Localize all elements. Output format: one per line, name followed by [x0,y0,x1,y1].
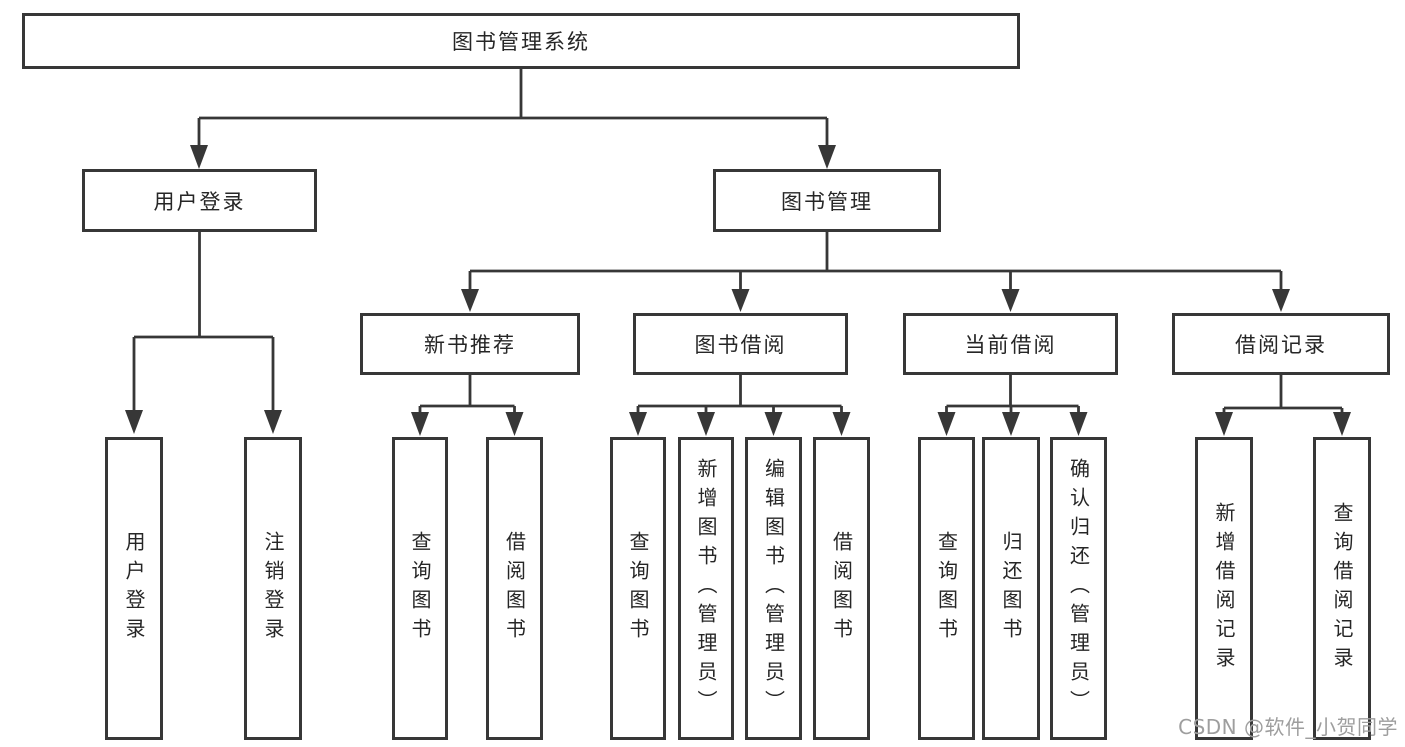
node-book-management: 图书管理 [713,169,941,232]
connector-book-management-children [461,232,1290,312]
connector-new-book-recommend-children [411,375,524,436]
connector-user-login-children [125,232,282,434]
leaf-user-login: 用户登录 [105,437,163,740]
leaf-confirm-return-admin: 确认归还（管理员） [1050,437,1107,740]
leaf-query-books-current: 查询图书 [918,437,975,740]
leaf-borrow-books-new-book: 借阅图书 [486,437,543,740]
leaf-edit-books-admin: 编辑图书（管理员） [745,437,802,740]
leaf-query-borrow-record: 查询借阅记录 [1313,437,1371,740]
node-new-book-recommend: 新书推荐 [360,313,580,375]
connector-current-borrowing-children [937,375,1088,436]
leaf-borrow-books-borrowing: 借阅图书 [813,437,870,740]
leaf-return-books: 归还图书 [982,437,1040,740]
node-current-borrowing: 当前借阅 [903,313,1118,375]
node-library-management-system: 图书管理系统 [22,13,1020,69]
connector-borrowing-records-children [1215,375,1351,436]
node-borrowing-records: 借阅记录 [1172,313,1390,375]
connector-book-borrowing-children [629,375,851,436]
leaf-add-books-admin: 新增图书（管理员） [678,437,734,740]
node-user-login: 用户登录 [82,169,317,232]
csdn-watermark: CSDN @软件_小贺同学 [1178,715,1398,739]
connector-root-to-level2 [190,69,836,169]
leaf-query-books-borrowing: 查询图书 [610,437,666,740]
leaf-add-borrow-record: 新增借阅记录 [1195,437,1253,740]
leaf-query-books-new-book: 查询图书 [392,437,448,740]
node-book-borrowing: 图书借阅 [633,313,848,375]
leaf-logout: 注销登录 [244,437,302,740]
